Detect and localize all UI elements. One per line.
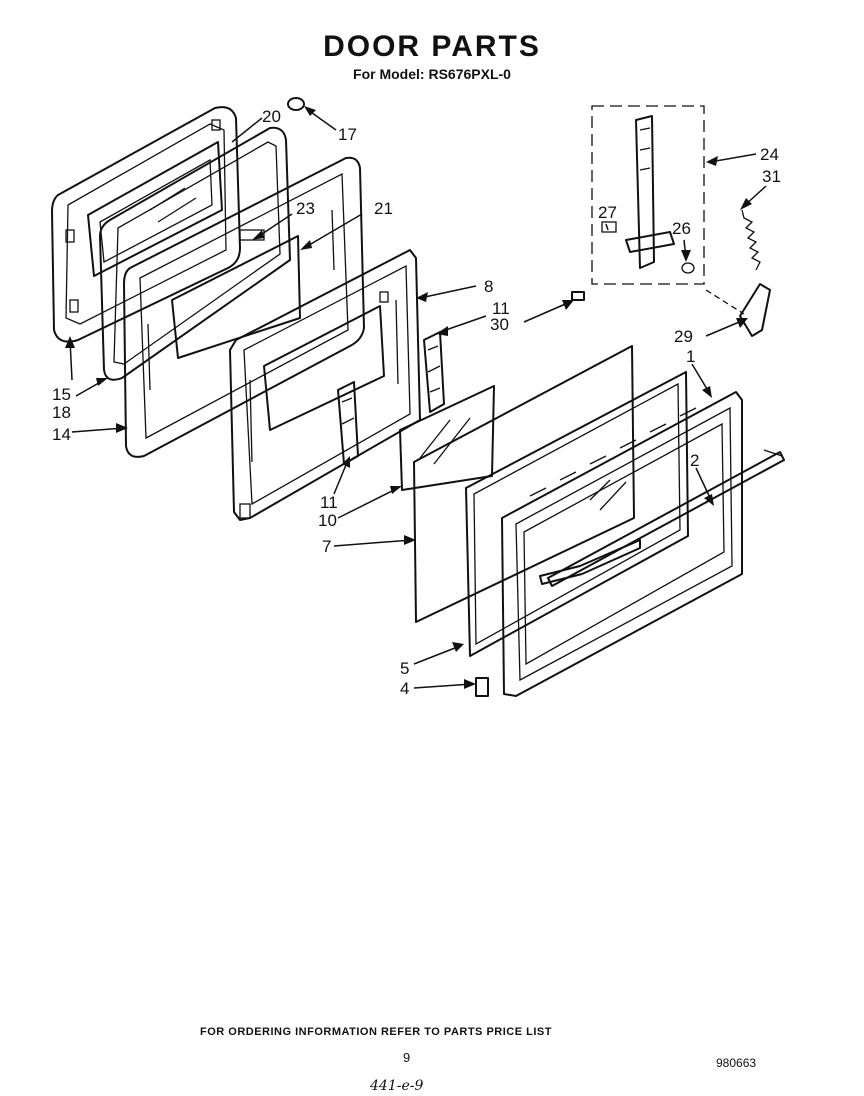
callout-17: 17 bbox=[338, 125, 357, 144]
part-17-grommet bbox=[287, 97, 305, 111]
handwritten-note: 441-e-9 bbox=[370, 1078, 424, 1094]
part-14-insulation bbox=[123, 156, 365, 458]
callout-31: 31 bbox=[762, 167, 781, 186]
callout-21: 21 bbox=[374, 199, 393, 218]
callout-24: 24 bbox=[760, 145, 779, 164]
part-15-inner-liner bbox=[51, 106, 241, 343]
ordering-note: FOR ORDERING INFORMATION REFER TO PARTS … bbox=[200, 1026, 552, 1038]
part-5-channel bbox=[465, 371, 689, 657]
document-number: 980663 bbox=[716, 1056, 757, 1070]
page-title: DOOR PARTS bbox=[323, 30, 541, 63]
callout-5: 5 bbox=[400, 659, 409, 678]
page-number: 9 bbox=[403, 1050, 411, 1065]
callout-23: 23 bbox=[296, 199, 315, 218]
callout-7: 7 bbox=[322, 537, 331, 556]
part-2-handle bbox=[547, 449, 785, 587]
part-7-glass-panel bbox=[413, 345, 635, 623]
callout-27: 27 bbox=[598, 203, 617, 222]
callout-2: 2 bbox=[690, 451, 699, 470]
callout-15: 15 bbox=[52, 385, 71, 404]
callout-30: 30 bbox=[490, 315, 509, 334]
callout-11a: 11 bbox=[492, 299, 510, 318]
part-18-gasket bbox=[99, 126, 291, 381]
part-4-clip bbox=[475, 677, 489, 697]
part-8-inner-panel bbox=[229, 249, 421, 521]
part-24-hinge-box bbox=[591, 105, 705, 285]
callout-1: 1 bbox=[686, 347, 695, 366]
callout-8: 8 bbox=[484, 277, 493, 296]
callout-11b: 11 bbox=[320, 493, 338, 512]
part-30-pin bbox=[571, 291, 585, 301]
model-subtitle: For Model: RS676PXL-0 bbox=[353, 66, 511, 82]
callout-18: 18 bbox=[52, 403, 71, 422]
callout-4: 4 bbox=[400, 679, 409, 698]
part-31-spring bbox=[741, 209, 761, 271]
callout-10: 10 bbox=[318, 511, 337, 530]
callout-26: 26 bbox=[672, 219, 691, 238]
leader-lines bbox=[65, 106, 767, 689]
part-29-lever bbox=[705, 283, 771, 337]
part-11-brackets bbox=[337, 331, 445, 465]
part-1-outer-door bbox=[501, 391, 743, 697]
callout-20: 20 bbox=[262, 107, 281, 126]
callout-29: 29 bbox=[674, 327, 693, 346]
callout-labels: 17 20 23 21 8 11 30 24 31 27 26 29 1 2 1… bbox=[52, 107, 781, 698]
callout-14: 14 bbox=[52, 425, 71, 444]
